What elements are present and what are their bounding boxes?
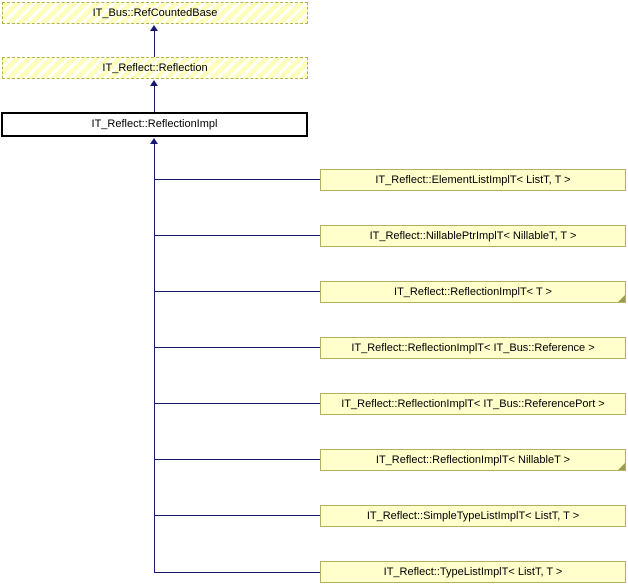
arrowhead-up-icon [150,25,158,31]
node-reflectionimplt-reference[interactable]: IT_Reflect::ReflectionImplT< IT_Bus::Ref… [320,337,626,359]
arrowhead-up-icon [150,80,158,86]
node-it-reflect-reflectionimpl: IT_Reflect::ReflectionImpl [1,112,308,137]
node-label: IT_Reflect::ReflectionImplT< T > [394,286,552,298]
branch-line [154,291,320,292]
node-it-bus-refcountedbase[interactable]: IT_Bus::RefCountedBase [2,2,308,24]
branch-line [154,515,320,516]
node-nillableptrimplt[interactable]: IT_Reflect::NillablePtrImplT< NillableT,… [320,225,626,247]
branch-line [154,347,320,348]
inheritance-trunk-line [154,143,155,573]
branch-line [154,403,320,404]
node-label: IT_Reflect::ReflectionImplT< NillableT > [375,454,571,466]
inheritance-line [154,30,155,57]
node-it-reflect-reflection[interactable]: IT_Reflect::Reflection [2,57,308,79]
node-reflectionimplt-t[interactable]: IT_Reflect::ReflectionImplT< T > [320,281,626,303]
node-simpletypelistimplt[interactable]: IT_Reflect::SimpleTypeListImplT< ListT, … [320,505,626,527]
node-reflectionimplt-nillablet[interactable]: IT_Reflect::ReflectionImplT< NillableT > [320,449,626,471]
node-typelistimplt[interactable]: IT_Reflect::TypeListImplT< ListT, T > [320,561,626,583]
branch-line [154,459,320,460]
node-reflectionimplt-referenceport[interactable]: IT_Reflect::ReflectionImplT< IT_Bus::Ref… [320,393,626,415]
branch-line [154,179,320,180]
branch-line [154,235,320,236]
node-elementlistimplt[interactable]: IT_Reflect::ElementListImplT< ListT, T > [320,169,626,191]
arrowhead-up-icon [150,138,158,144]
hidden-children-marker-icon [618,463,625,470]
branch-line [154,572,320,573]
inheritance-line [154,85,155,112]
hidden-children-marker-icon [618,295,625,302]
